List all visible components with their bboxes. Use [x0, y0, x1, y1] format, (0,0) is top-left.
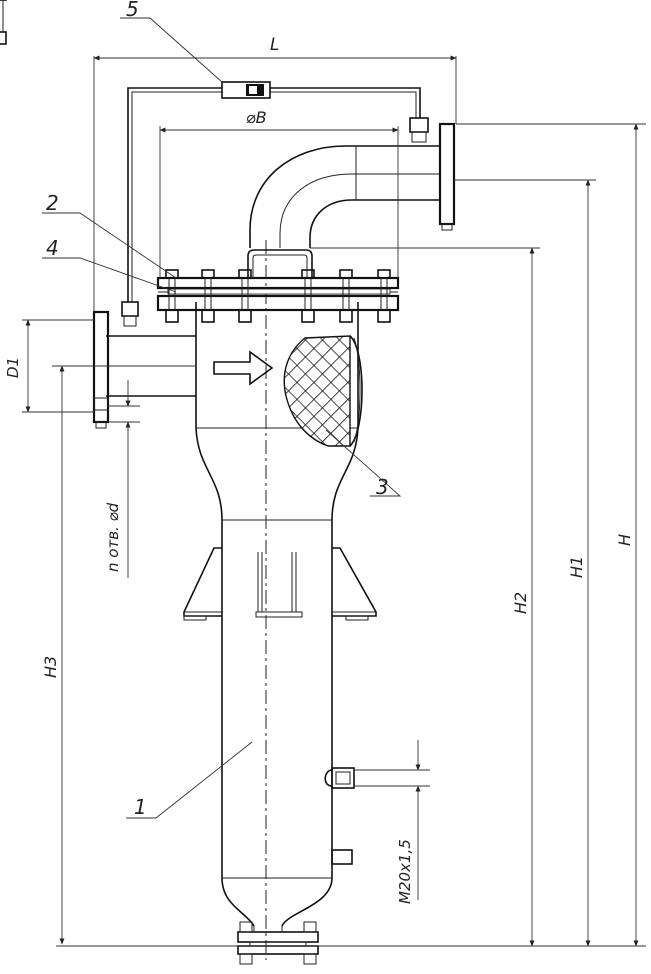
dim-label-h: H [615, 534, 634, 546]
support-lug-right [332, 547, 377, 621]
dim-holes [108, 380, 140, 578]
callout-4: 4 [46, 236, 59, 260]
dim-label-h2: H2 [511, 592, 530, 614]
cover-bolts [0, 0, 7, 45]
lifting-handle [247, 249, 313, 278]
dim-label-thread: M20x1,5 [396, 839, 414, 904]
dim-thread [354, 740, 430, 900]
dim-label-holes: n отв. ⌀d [104, 502, 122, 572]
dim-label-d1: D1 [4, 357, 22, 378]
dim-h2 [310, 247, 540, 947]
drain-flange [237, 921, 319, 965]
dim-label-h1: H1 [567, 556, 586, 578]
dim-label-h3: H3 [41, 656, 60, 678]
outlet-pipe [249, 122, 456, 248]
callout-1: 1 [134, 795, 147, 819]
callout-3: 3 [376, 475, 389, 499]
filter-element [283, 335, 363, 447]
dim-d1 [22, 319, 94, 413]
callout-5: 5 [126, 0, 139, 21]
dim-h [456, 123, 646, 947]
pressure-gauge-line [121, 81, 429, 327]
cover-flange [156, 276, 400, 312]
dim-h1 [454, 179, 596, 947]
dim-label-b: ⌀B [246, 108, 267, 127]
vessel-shell [221, 520, 333, 927]
vessel-head [195, 302, 359, 521]
inner-rods [255, 552, 303, 618]
inlet-nozzle [92, 310, 196, 429]
drain-nozzle [331, 849, 353, 865]
leader-lines [42, 17, 402, 819]
support-lug-left [183, 547, 222, 621]
thread-fitting [324, 767, 355, 789]
callout-2: 2 [46, 191, 59, 215]
dim-l [93, 55, 457, 312]
dim-label-l: L [270, 35, 279, 55]
dim-b [159, 126, 399, 278]
dim-h3 [52, 365, 196, 945]
flow-arrow [213, 350, 274, 386]
